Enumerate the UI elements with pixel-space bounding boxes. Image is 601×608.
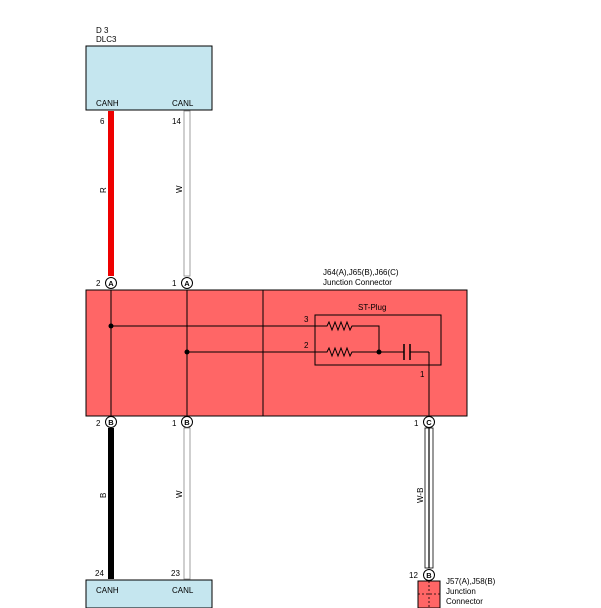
- pin-top-mid-number: 1: [172, 279, 177, 288]
- dlc3-top-box: [85, 45, 213, 111]
- conn-top-left-letter: A: [108, 279, 114, 288]
- pin-bot-mid-number: 1: [172, 419, 177, 428]
- dlc-top-canh-label: CANH: [96, 99, 119, 108]
- junction-title: J64(A),J65(B),J66(C): [323, 268, 399, 277]
- dlc-code: D 3: [96, 26, 109, 35]
- conn-top-left-circle: [105, 277, 117, 289]
- junction-small-pin: 12: [409, 571, 418, 580]
- junction-small-line1: Junction: [446, 587, 476, 596]
- conn-bot-right-circle: [423, 416, 435, 428]
- wire-canh-red: [108, 111, 114, 276]
- resistor-lower: [322, 346, 379, 358]
- dlc3-top-connector: D 3 DLC3 CANH CANL 6 14: [85, 26, 213, 126]
- junction-connector-body: ST-Plug 3 2 1: [85, 289, 468, 417]
- st-plug-pin1: 1: [420, 370, 425, 379]
- wire-upper-canl-color: W: [175, 185, 184, 193]
- conn-bot-left-circle: [105, 416, 117, 428]
- wire-right-color: W-B: [416, 488, 425, 503]
- junction-subtitle: Junction Connector: [323, 278, 392, 287]
- pin-bot-left-number: 2: [96, 419, 101, 428]
- junction-small-title: J57(A),J58(B): [446, 577, 496, 586]
- wire-canl-white-lower: [183, 427, 191, 580]
- wire-canl-white-upper: [183, 110, 191, 277]
- dlc-bottom-box: [85, 579, 213, 608]
- upper-wires: R W: [99, 110, 191, 277]
- conn-top-mid-circle: [181, 277, 193, 289]
- st-plug-pin2: 2: [304, 341, 309, 350]
- junction-small-conn-letter: B: [426, 571, 432, 580]
- lower-wires: B W W-B: [99, 427, 434, 580]
- st-plug-pin3: 3: [304, 315, 309, 324]
- pin-top-left-number: 2: [96, 279, 101, 288]
- junction-dot-canl: [184, 349, 190, 355]
- dlc-top-canl-label: CANL: [172, 99, 194, 108]
- dlc-name: DLC3: [96, 35, 117, 44]
- junction-bottom-pins: 2 B 1 B 1 C: [96, 416, 435, 428]
- conn-bot-mid-letter: B: [184, 418, 190, 427]
- junction-small-connector: 12 B J57(A),J58(B) Junction Connector: [409, 569, 496, 608]
- dlc-bottom-connector: 24 23 CANH CANL: [85, 569, 213, 608]
- conn-bot-right-letter: C: [426, 418, 432, 427]
- junction-small-line2: Connector: [446, 597, 483, 606]
- junction-dot-canh: [108, 323, 114, 329]
- pin-bot-right-number: 1: [414, 419, 419, 428]
- conn-top-mid-letter: A: [184, 279, 190, 288]
- dlc-bot-pin-canh: 24: [95, 569, 104, 578]
- dlc-bot-canl-label: CANL: [172, 586, 194, 595]
- wire-upper-canh-color: R: [99, 187, 108, 193]
- dlc-bot-pin-canl: 23: [171, 569, 180, 578]
- st-plug-label: ST-Plug: [358, 303, 386, 312]
- dlc-bot-canh-label: CANH: [96, 586, 119, 595]
- conn-bot-left-letter: B: [108, 418, 114, 427]
- wire-canh-black: [108, 428, 114, 579]
- dlc-top-pin-canh: 6: [100, 117, 105, 126]
- wire-lower-canh-color: B: [99, 493, 108, 498]
- st-plug-box: [314, 314, 442, 366]
- dlc-top-pin-canl: 14: [172, 117, 181, 126]
- junction-top-pins: 2 A 1 A: [96, 277, 193, 289]
- conn-bot-mid-circle: [181, 416, 193, 428]
- resistor-upper: [322, 320, 380, 352]
- wire-lower-canl-color: W: [175, 490, 184, 498]
